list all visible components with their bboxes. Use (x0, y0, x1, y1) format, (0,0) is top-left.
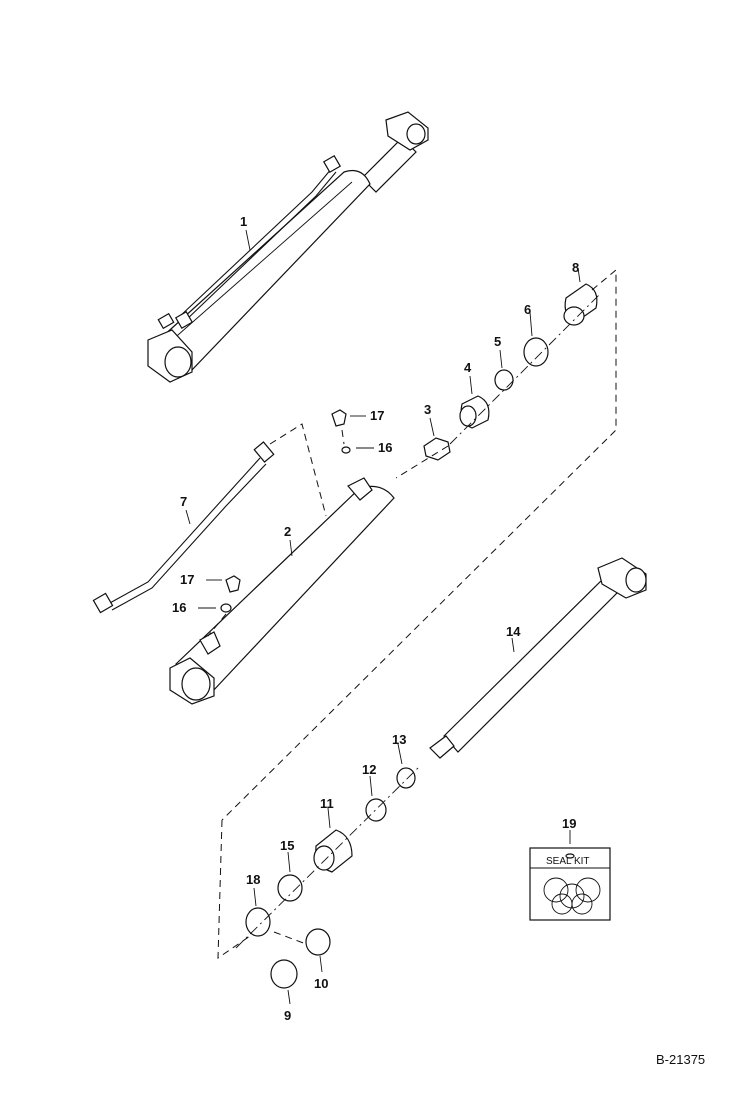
part-6-ring: 6 (523, 302, 549, 367)
part-4-piston: 4 (459, 360, 490, 429)
callout-10: 10 (314, 976, 328, 991)
part-13-seal: 13 (392, 732, 416, 789)
part-19-seal-kit: 19 SEAL KIT (529, 816, 611, 921)
callout-14: 14 (506, 624, 521, 639)
part-18-ring: 18 (245, 872, 271, 937)
callout-16b: 16 (172, 600, 186, 615)
callout-13: 13 (392, 732, 406, 747)
callout-9: 9 (284, 1008, 291, 1023)
callout-11: 11 (320, 796, 334, 811)
callout-7: 7 (180, 494, 187, 509)
part-12-wiper: 12 (362, 762, 387, 822)
callout-1: 1 (240, 214, 247, 229)
callout-2: 2 (284, 524, 291, 539)
callout-8: 8 (572, 260, 579, 275)
part-3-nut: 3 (423, 402, 451, 461)
callout-6: 6 (524, 302, 531, 317)
part-7-hose: 7 (92, 423, 327, 614)
assembled-cylinder: 1 (147, 111, 429, 383)
part-2-barrel: 2 (169, 477, 395, 705)
callout-17a: 17 (370, 408, 384, 423)
callout-16a: 16 (378, 440, 392, 455)
callout-18: 18 (246, 872, 260, 887)
part-8-gland: 8 (563, 260, 598, 326)
part-9-ring: 9 (270, 959, 298, 1023)
callout-12: 12 (362, 762, 376, 777)
part-17-plug-upper: 17 (331, 408, 384, 427)
part-10-ring: 10 (273, 928, 331, 991)
part-17-plug-lower: 17 (180, 572, 241, 593)
part-14-rod: 14 (429, 557, 647, 759)
part-16-oring-lower: 16 (172, 600, 232, 637)
callout-3: 3 (424, 402, 431, 417)
callout-19: 19 (562, 816, 576, 831)
part-11-head: 11 (313, 796, 353, 873)
reference-code: B-21375 (656, 1052, 705, 1067)
part-5-ring: 5 (494, 334, 514, 391)
callout-15: 15 (280, 838, 294, 853)
part-15-ring: 15 (277, 838, 303, 902)
seal-kit-label: SEAL KIT (546, 856, 590, 867)
callout-4: 4 (464, 360, 472, 375)
part-16-oring-upper: 16 (341, 429, 392, 455)
callout-17b: 17 (180, 572, 194, 587)
callout-5: 5 (494, 334, 501, 349)
